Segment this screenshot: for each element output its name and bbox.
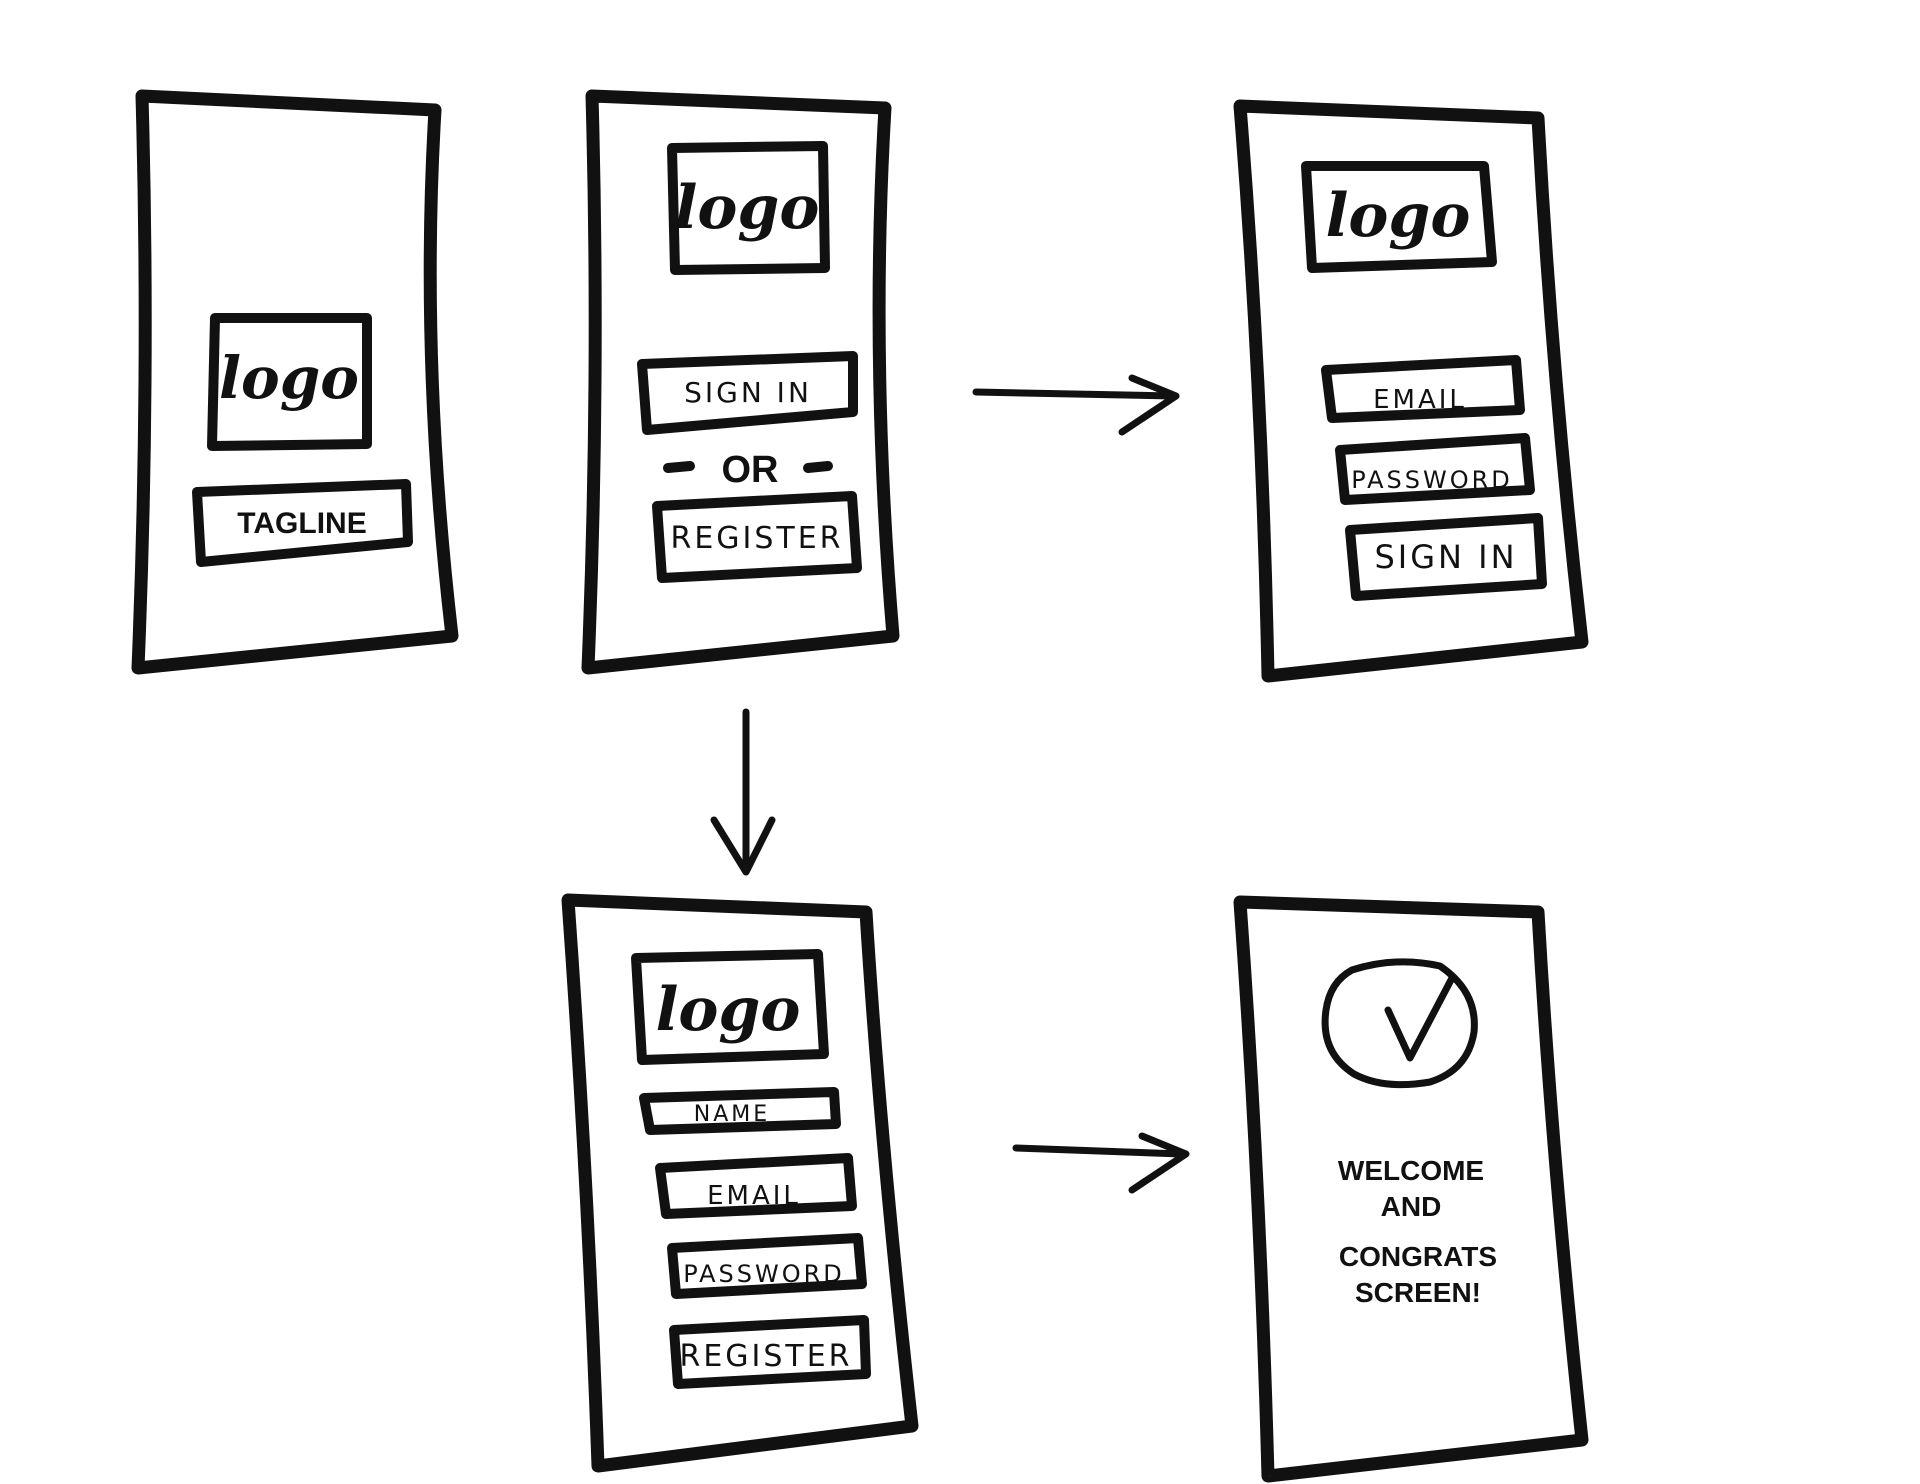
register-register-button-box [669, 1315, 871, 1389]
register-email-field[interactable]: EMAIL [707, 1181, 801, 1211]
signin-screen-frame [1233, 99, 1589, 683]
choice-sign-in-button-box [637, 351, 858, 435]
register-screen: logo NAME EMAIL PASSWORD REGISTER [561, 893, 919, 1473]
register-password-field[interactable]: PASSWORD [683, 1260, 845, 1288]
arrow-to-signin [972, 374, 1180, 436]
arrow-to-signin-head [1118, 374, 1180, 436]
register-register-button[interactable]: REGISTER [679, 1339, 852, 1374]
signin-sign-in-button[interactable]: SIGN IN [1374, 538, 1517, 576]
register-password-field-box [667, 1233, 867, 1299]
splash-tagline: TAGLINE [237, 507, 366, 540]
signin-email-field-box [1321, 355, 1525, 423]
register-logo-label: logo [656, 975, 801, 1045]
choice-sign-in-button[interactable]: SIGN IN [684, 376, 812, 409]
register-email-field-box [655, 1153, 857, 1219]
register-screen-frame [561, 893, 919, 1473]
choice-screen: logo SIGN IN OR REGISTER [581, 89, 900, 675]
splash-logo-label: logo [219, 344, 359, 412]
register-name-field[interactable]: NAME [694, 1102, 770, 1127]
splash-screen-frame [131, 89, 459, 675]
welcome-line-2: AND [1381, 1191, 1442, 1222]
welcome-line-3: CONGRATS [1339, 1241, 1497, 1272]
register-name-field-box [639, 1087, 841, 1135]
arrow-to-welcome-head [1128, 1132, 1190, 1194]
checkmark-icon-tick [1384, 974, 1456, 1062]
signin-password-field[interactable]: PASSWORD [1351, 466, 1513, 494]
register-logo-box [631, 949, 829, 1065]
signin-sign-in-button-box [1345, 513, 1547, 601]
welcome-line-4: SCREEN! [1355, 1277, 1481, 1308]
choice-logo-label: logo [675, 173, 820, 243]
or-dash-right [803, 461, 833, 473]
choice-register-button[interactable]: REGISTER [670, 521, 843, 556]
welcome-screen-frame [1233, 895, 1589, 1483]
arrow-to-signin-shaft [972, 388, 1176, 400]
arrow-to-register-head [710, 816, 776, 876]
splash-logo-box [207, 313, 372, 451]
signin-logo-box [1301, 161, 1497, 273]
splash-tagline-box [192, 479, 413, 567]
welcome-line-1: WELCOME [1338, 1155, 1484, 1186]
signin-email-field[interactable]: EMAIL [1373, 385, 1467, 415]
or-dash-left [663, 461, 695, 473]
checkmark-icon [1321, 958, 1478, 1089]
welcome-screen: WELCOME AND CONGRATS SCREEN! [1233, 895, 1589, 1483]
arrow-to-register [710, 708, 776, 876]
signin-password-field-box [1335, 433, 1535, 505]
choice-logo-box [667, 141, 830, 275]
choice-register-button-box [652, 491, 862, 583]
or-separator: OR [722, 449, 779, 491]
arrow-to-welcome-shaft [1012, 1144, 1186, 1158]
signin-screen: logo EMAIL PASSWORD SIGN IN [1233, 99, 1589, 683]
choice-screen-frame [581, 89, 900, 675]
arrow-to-welcome [1012, 1132, 1190, 1194]
splash-screen: logo TAGLINE [131, 89, 459, 675]
signin-logo-label: logo [1326, 181, 1471, 251]
